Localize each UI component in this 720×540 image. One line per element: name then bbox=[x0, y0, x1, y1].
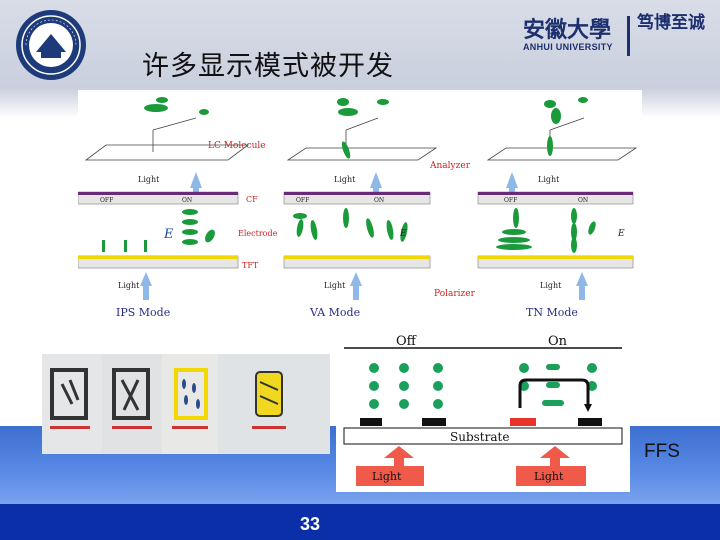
ffs-light-arrows bbox=[356, 446, 586, 486]
university-name-en: ANHUI UNIVERSITY bbox=[523, 42, 613, 52]
lc-molecule-label: LC Molecule bbox=[208, 141, 266, 151]
va-on-label: ON bbox=[374, 197, 384, 204]
ffs-electrodes bbox=[360, 418, 602, 426]
photo-annotations bbox=[50, 426, 286, 429]
tft-layers bbox=[78, 255, 634, 269]
fringe-field-line bbox=[518, 378, 590, 408]
ips-on-label: ON bbox=[182, 197, 192, 204]
pixel-molecules-3 bbox=[182, 379, 200, 409]
light-arrows-bottom bbox=[140, 272, 588, 300]
university-logo: 安徽大學 ANHUI UNIVERSITY 笃博至诚 bbox=[515, 10, 715, 60]
pixel-frame-2 bbox=[112, 368, 150, 420]
va-off-label: OFF bbox=[296, 197, 309, 204]
ips-molecules bbox=[102, 209, 215, 252]
ffs-substrate bbox=[343, 427, 623, 445]
ffs-light-label-2: Light bbox=[534, 470, 564, 483]
university-seal-icon bbox=[16, 10, 86, 80]
ffs-label: FFS bbox=[644, 441, 680, 462]
cf-label: CF bbox=[246, 195, 258, 204]
light-label-4: Light bbox=[118, 281, 140, 290]
light-label-5: Light bbox=[324, 281, 346, 290]
ffs-figure: Off On Substrate Light Light bbox=[336, 328, 630, 492]
slide-title: 许多显示模式被开发 bbox=[142, 51, 394, 82]
pixel-frame-1 bbox=[50, 368, 88, 420]
ffs-substrate-label: Substrate bbox=[450, 430, 509, 444]
ffs-on-label: On bbox=[548, 334, 568, 349]
pixel-frame-4 bbox=[255, 371, 283, 417]
slide-footer bbox=[0, 504, 720, 540]
lc-molecules-small bbox=[341, 136, 553, 159]
pixel-pattern-photos bbox=[42, 354, 330, 454]
university-motto: 笃博至诚 bbox=[637, 13, 705, 33]
ips-field-label: E bbox=[163, 227, 174, 242]
fringe-field-arrow bbox=[584, 404, 592, 412]
light-label-3: Light bbox=[538, 175, 560, 184]
electrode-label: Electrode bbox=[238, 229, 278, 238]
pixel-frame-3 bbox=[174, 368, 208, 420]
ips-mode-label: IPS Mode bbox=[116, 306, 170, 319]
university-name-cn: 安徽大學 bbox=[523, 17, 612, 43]
ips-off-label: OFF bbox=[100, 197, 113, 204]
logo-divider bbox=[627, 16, 630, 56]
slide-header bbox=[0, 0, 720, 88]
page-number: 33 bbox=[300, 514, 321, 534]
va-field-label: E bbox=[399, 229, 407, 239]
tn-field-label: E bbox=[617, 229, 625, 239]
ffs-off-molecules bbox=[369, 363, 443, 409]
light-label-6: Light bbox=[540, 281, 562, 290]
lcd-modes-figure: LC Molecule Analyzer Light Light Light C… bbox=[78, 90, 642, 322]
light-label-1: Light bbox=[138, 175, 160, 184]
tn-on-label: ON bbox=[578, 197, 588, 204]
light-label-2: Light bbox=[334, 175, 356, 184]
pixel-strokes bbox=[60, 379, 140, 411]
pixel-strokes-4 bbox=[259, 381, 279, 405]
lc-molecules-top bbox=[144, 97, 588, 124]
tn-mode-label: TN Mode bbox=[526, 306, 578, 319]
analyzer-label: Analyzer bbox=[429, 161, 471, 171]
polarizer-label: Polarizer bbox=[434, 289, 476, 299]
ffs-light-label-1: Light bbox=[372, 470, 402, 483]
tn-molecules bbox=[496, 208, 596, 253]
tft-label: TFT bbox=[242, 261, 259, 270]
ffs-off-label: Off bbox=[396, 334, 418, 349]
tn-off-label: OFF bbox=[504, 197, 517, 204]
light-arrows-top bbox=[190, 172, 518, 194]
diagram-planes bbox=[84, 144, 638, 161]
va-molecules bbox=[293, 208, 408, 242]
va-mode-label: VA Mode bbox=[309, 306, 360, 319]
cf-layers bbox=[78, 191, 634, 205]
